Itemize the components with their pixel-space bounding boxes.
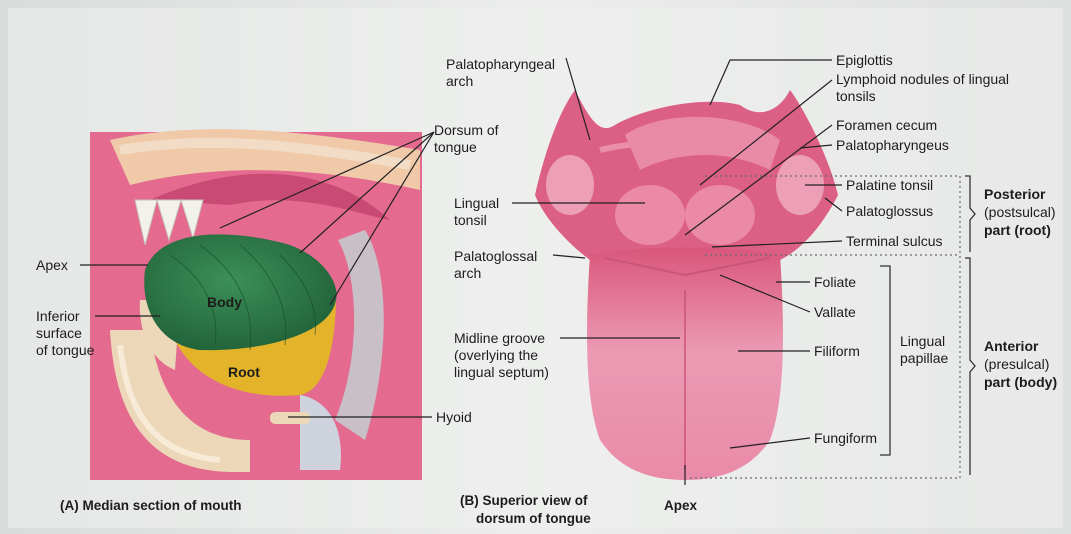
label-dorsum-of-tongue-1: Dorsum of [434,122,499,139]
label-lymphoid-nodules-2: tonsils [836,88,876,105]
label-anterior-1: Anterior [984,338,1038,355]
label-epiglottis: Epiglottis [836,52,893,69]
label-palatopharyngeal-arch-1: Palatopharyngeal [446,56,555,73]
label-posterior-2: (postsulcal) [984,204,1056,221]
label-inferior-surface-2: surface [36,325,82,342]
label-foramen-cecum: Foramen cecum [836,117,937,134]
label-palatoglossal-arch-1: Palatoglossal [454,248,537,265]
label-inferior-surface-3: of tongue [36,342,94,359]
label-terminal-sulcus: Terminal sulcus [846,233,942,250]
label-apex-b: Apex [664,497,697,514]
label-midline-groove-1: Midline groove [454,330,545,347]
label-anterior-2: (presulcal) [984,356,1049,373]
caption-a: (A) Median section of mouth [60,497,242,514]
label-posterior-1: Posterior [984,186,1045,203]
label-lingual-tonsil-2: tonsil [454,212,487,229]
label-lingual-papillae-1: Lingual [900,333,945,350]
label-palatoglossal-arch-2: arch [454,265,481,282]
label-palatopharyngeus: Palatopharyngeus [836,137,949,154]
caption-b-2: dorsum of tongue [476,510,591,527]
caption-b-1: (B) Superior view of [460,492,588,509]
label-palatoglossus: Palatoglossus [846,203,933,220]
label-hyoid: Hyoid [436,409,472,426]
label-apex-a: Apex [36,257,68,274]
label-lingual-tonsil-1: Lingual [454,195,499,212]
label-dorsum-of-tongue-2: tongue [434,139,477,156]
label-palatopharyngeal-arch-2: arch [446,73,473,90]
label-root: Root [228,364,260,381]
label-foliate: Foliate [814,274,856,291]
label-lingual-papillae-2: papillae [900,350,948,367]
label-palatine-tonsil: Palatine tonsil [846,177,933,194]
label-midline-groove-2: (overlying the [454,347,538,364]
label-lymphoid-nodules-1: Lymphoid nodules of lingual [836,71,1009,88]
label-midline-groove-3: lingual septum) [454,364,549,381]
median-section-illustration [90,129,422,480]
label-fungiform: Fungiform [814,430,877,447]
label-vallate: Vallate [814,304,856,321]
label-anterior-3: part (body) [984,374,1057,391]
label-filiform: Filiform [814,343,860,360]
label-posterior-3: part (root) [984,222,1051,239]
label-body: Body [207,294,242,311]
label-inferior-surface-1: Inferior [36,308,80,325]
